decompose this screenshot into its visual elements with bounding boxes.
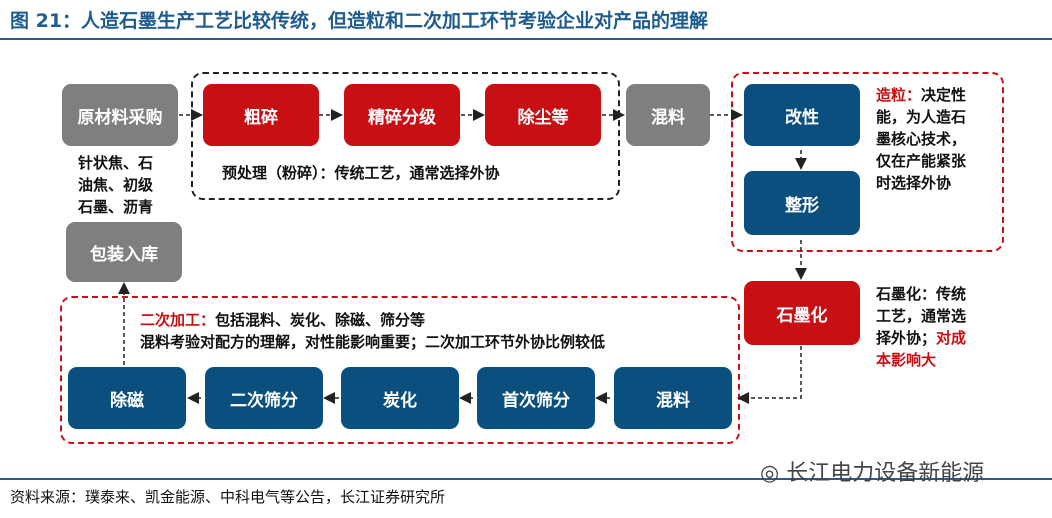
raw-material-box: 原材料采购 [62, 84, 178, 146]
demagnetization-box: 除磁 [68, 367, 186, 429]
wechat-icon: ◎ [760, 461, 787, 486]
granulation-group [731, 72, 1004, 252]
mixing-box-1: 混料 [626, 84, 710, 146]
figure-title: 图 21：人造石墨生产工艺比较传统，但造粒和二次加工环节考验企业对产品的理解 [10, 10, 709, 32]
first-sieving-box: 首次筛分 [477, 367, 595, 429]
pretreatment-group [191, 72, 620, 200]
secondary-processing-group [60, 296, 740, 444]
raw-material-note: 针状焦、石 油焦、初级 石墨、沥青 [78, 154, 154, 216]
packaging-box: 包装入库 [66, 222, 182, 282]
shaping-box: 整形 [744, 171, 860, 235]
title-divider [0, 38, 1052, 40]
dust-removal-box: 除尘等 [485, 84, 601, 146]
watermark: ◎ 长江电力设备新能源 [760, 461, 985, 486]
modification-box: 改性 [744, 84, 860, 146]
graphitization-note: 石墨化：传统 工艺，通常选 择外协；对成 本影响大 [876, 285, 967, 369]
carbonization-box: 炭化 [341, 367, 459, 429]
second-sieving-box: 二次筛分 [205, 367, 323, 429]
source-note: 资料来源：璞泰来、凯金能源、中科电气等公告，长江证券研究所 [10, 488, 446, 506]
footer-divider [0, 478, 1052, 480]
secondary-processing-note: 二次加工：包括混料、炭化、除磁、筛分等 混料考验对配方的理解，对性能影响重要；二… [140, 311, 606, 351]
graphitization-box: 石墨化 [744, 281, 860, 345]
fine-crush-classify-box: 精碎分级 [344, 84, 460, 146]
mixing-box-2: 混料 [614, 367, 732, 429]
granulation-note: 造粒：决定性 能，为人造石 墨核心技术， 仅在产能紧张 时选择外协 [876, 86, 967, 192]
coarse-crush-box: 粗碎 [203, 84, 319, 146]
pretreatment-note: 预处理（粉碎）：传统工艺，通常选择外协 [222, 164, 500, 182]
